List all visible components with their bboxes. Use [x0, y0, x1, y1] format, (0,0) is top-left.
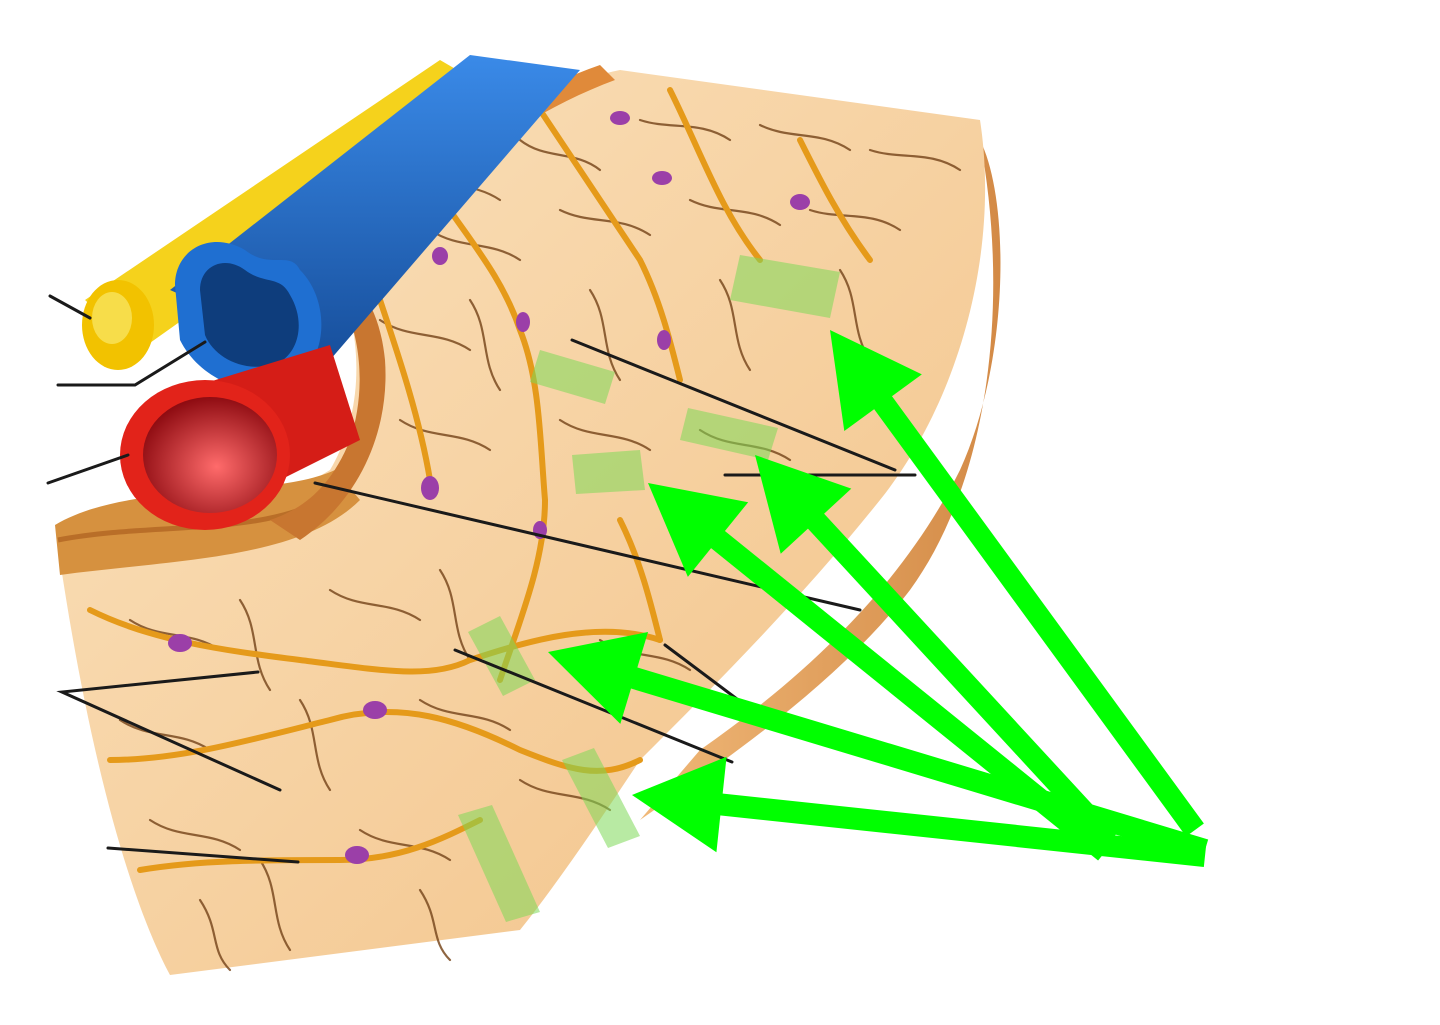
osteocyte	[652, 171, 672, 185]
arrow-head	[548, 632, 649, 724]
osteocyte	[790, 194, 810, 210]
osteocyte	[168, 634, 192, 652]
artery	[120, 345, 360, 530]
leader-line-osteocyte	[106, 846, 300, 864]
osteocyte	[345, 846, 369, 864]
arrow-shaft	[710, 792, 1207, 867]
arrow-head	[632, 756, 727, 853]
leader-line-artery	[46, 453, 130, 485]
highlight-patch	[530, 350, 615, 404]
highlight-patch	[680, 408, 778, 460]
arrow-shaft	[801, 506, 1119, 848]
leader-line-lamellae	[56, 670, 282, 792]
vein	[170, 55, 580, 390]
osteocyte	[421, 476, 439, 500]
arrow-shaft	[621, 664, 1209, 861]
osteocyte	[610, 111, 630, 125]
osteocytes	[168, 111, 810, 864]
osteocyte	[657, 330, 671, 350]
lamellae-cracks	[118, 118, 962, 972]
osteocyte	[432, 247, 448, 265]
leader-line-osteon	[453, 648, 734, 764]
arrow-head	[648, 483, 749, 577]
arrow-shaft	[868, 388, 1204, 837]
highlight-patches	[458, 255, 840, 922]
highlight-patch	[562, 748, 640, 848]
osteocyte	[516, 312, 530, 332]
highlight-patch	[730, 255, 840, 318]
leader-line-vein	[56, 340, 207, 387]
arrow-head	[830, 330, 922, 431]
osteocyte	[363, 701, 387, 719]
leader-line-lamella-upper	[570, 338, 897, 472]
highlight-patch	[572, 450, 645, 494]
arrow-head	[755, 455, 852, 554]
leader-line-nerve	[48, 294, 92, 320]
vessel-groove	[270, 260, 386, 540]
arrows	[548, 330, 1209, 867]
highlight-patch	[458, 805, 540, 922]
